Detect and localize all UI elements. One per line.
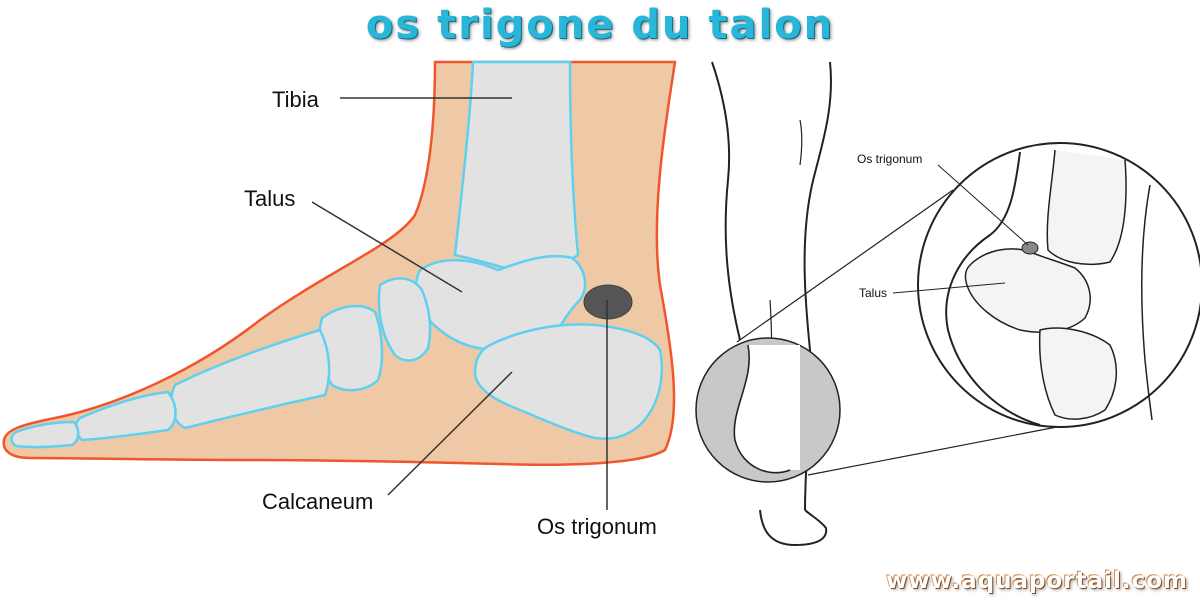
- label-calcaneum: Calcaneum: [262, 489, 374, 514]
- metatarsal-bone: [169, 328, 331, 430]
- magnified-os-trigonum: [1021, 241, 1039, 255]
- heel-skin-fill: [734, 345, 800, 473]
- phalanx-distal: [10, 420, 80, 449]
- zoom-line-top: [736, 189, 954, 343]
- label-talus: Talus: [244, 186, 296, 211]
- label-tibia: Tibia: [272, 87, 319, 112]
- heel-edge: [733, 344, 791, 474]
- mag-os-trigonum-leader: [937, 164, 1029, 246]
- tibia-bone: [453, 60, 580, 271]
- label-os-trigonum: Os trigonum: [537, 514, 657, 539]
- calcaneum-leader-line: [387, 371, 513, 496]
- leg-outline-left: [711, 61, 741, 341]
- label-mag-os-trigonum: Os trigonum: [857, 152, 923, 166]
- magnified-calcaneum: [1038, 327, 1118, 420]
- foot-outline: [759, 509, 828, 547]
- calcaneum-bone: [473, 323, 664, 440]
- left-foot-diagram: [2, 60, 677, 510]
- mag-talus-leader: [892, 282, 1006, 294]
- talus-bone: [414, 254, 587, 352]
- magnified-back-line: [1140, 184, 1153, 421]
- site-watermark: www.aquaportail.com: [886, 568, 1188, 594]
- zoom-line-bottom: [807, 425, 1063, 476]
- talus-leader-line: [311, 201, 463, 293]
- magnified-tibia: [1046, 149, 1127, 266]
- navicular-bone: [377, 277, 432, 362]
- magnified-skin-line: [945, 151, 1041, 426]
- label-mag-talus: Talus: [859, 286, 888, 300]
- magnified-detail: [892, 142, 1200, 428]
- page-title: os trigone du talon: [365, 2, 835, 48]
- knee-crease: [799, 119, 803, 166]
- os-trigonum-ossicle: [583, 284, 633, 320]
